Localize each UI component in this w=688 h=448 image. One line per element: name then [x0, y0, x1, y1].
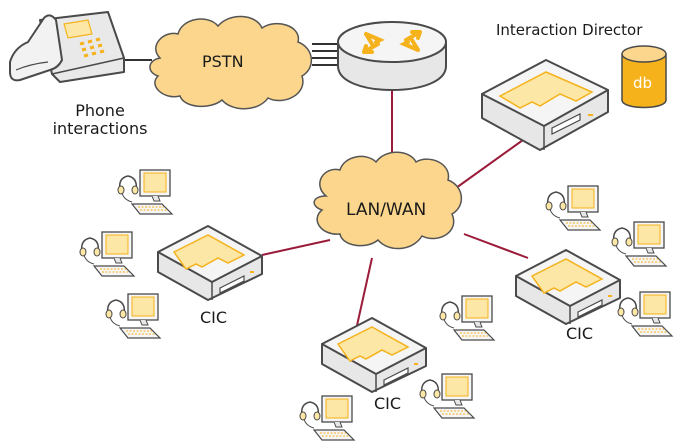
agent-workstation-icon: [79, 231, 135, 277]
pstn-label: PSTN: [202, 52, 244, 71]
agent-workstation-icon: [617, 291, 673, 337]
phone-label-line1: Phone: [75, 101, 125, 120]
agent-workstation-icon: [299, 395, 355, 441]
cic-right-label: CIC: [566, 324, 594, 343]
cic-left-link: [261, 239, 331, 256]
agent-workstation-icon: [105, 293, 161, 339]
cic-bottom-link: [355, 257, 373, 331]
lanwan-label: LAN/WAN: [346, 200, 427, 220]
lanwan-cloud-icon: [313, 151, 462, 250]
pstn-router-trunk: [312, 43, 340, 66]
phone-interactions-label: Phone interactions: [40, 102, 160, 138]
agent-workstation-icon: [439, 295, 495, 341]
phone-label-line2: interactions: [52, 119, 148, 138]
cic-server-bottom-icon: [321, 317, 427, 393]
desk-phone-icon: [9, 11, 125, 83]
network-links: [122, 43, 531, 331]
cic-bottom-label: CIC: [374, 394, 402, 413]
database-icon: [621, 45, 667, 109]
pstn-cloud-icon: [149, 15, 312, 110]
agent-workstation-icon: [419, 373, 475, 419]
router-icon: [337, 21, 447, 92]
agent-workstation-icon: [545, 185, 601, 231]
director-lan-link: [455, 134, 531, 189]
cic-server-right-icon: [515, 249, 621, 325]
cic-right-link: [463, 233, 529, 259]
db-label: db: [633, 74, 653, 92]
director-server-icon: [481, 59, 609, 151]
cic-left-label: CIC: [200, 308, 228, 327]
agent-workstation-icon: [611, 221, 667, 267]
cic-server-left-icon: [157, 225, 263, 301]
agent-workstation-icon: [117, 169, 173, 215]
director-label: Interaction Director: [496, 21, 643, 39]
